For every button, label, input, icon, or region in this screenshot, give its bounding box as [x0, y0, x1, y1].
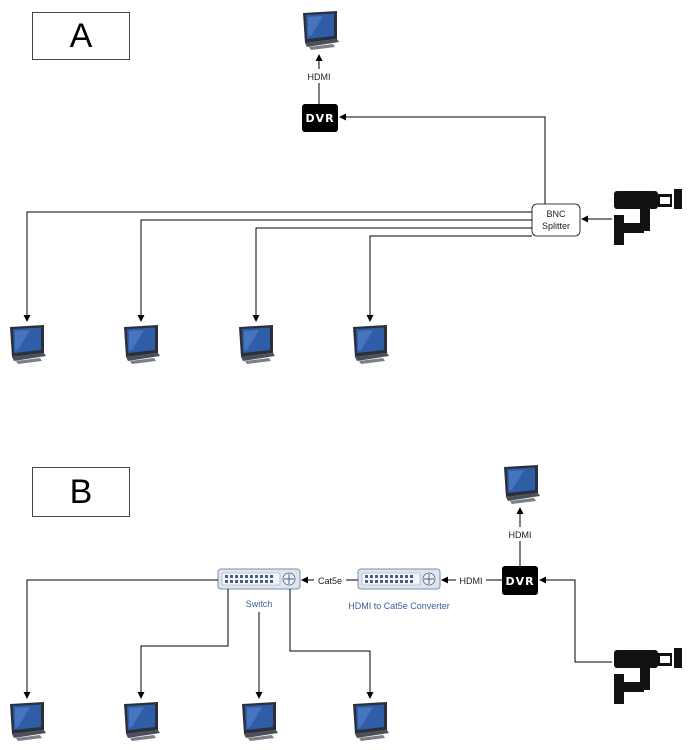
- monitor-icon: [353, 325, 389, 364]
- panel-b-label: B: [69, 472, 93, 511]
- cat5e-label: Cat5e: [318, 576, 342, 586]
- splitter-output-line-4: [366, 235, 532, 322]
- camera-to-dvr-line: [539, 576, 612, 663]
- panel-a-label-box: A: [32, 12, 130, 60]
- panel-b-label-box: B: [32, 467, 130, 517]
- switch-label: Switch: [246, 599, 273, 609]
- monitor-icon: [303, 11, 339, 50]
- dvr-label: DVR: [305, 112, 334, 125]
- dvr-icon: DVR: [302, 104, 338, 132]
- monitor-icon: [242, 702, 278, 741]
- monitor-icon: [504, 465, 540, 504]
- hdmi-up-label: HDMI: [509, 530, 532, 540]
- panel-a-label: A: [69, 16, 93, 55]
- monitor-icon: [10, 702, 46, 741]
- monitor-icon: [10, 325, 46, 364]
- splitter-label-line2: Splitter: [542, 221, 570, 231]
- converter-icon: [357, 568, 441, 590]
- dvr-icon: DVR: [502, 566, 538, 595]
- splitter-output-line-3: [252, 227, 532, 322]
- panel-a: HDMI DVR BNC Splitter: [10, 11, 682, 364]
- security-camera-icon: [614, 189, 682, 245]
- monitor-icon: [124, 325, 160, 364]
- bnc-splitter: BNC Splitter: [531, 203, 581, 237]
- security-camera-icon: [614, 648, 682, 704]
- splitter-to-dvr-line: [339, 113, 546, 204]
- splitter-label-line1: BNC: [546, 209, 566, 219]
- converter-label: HDMI to Cat5e Converter: [348, 601, 450, 611]
- monitor-icon: [239, 325, 275, 364]
- monitor-icon: [353, 702, 389, 741]
- dvr-label: DVR: [505, 575, 534, 588]
- panel-b: HDMI DVR HDMI HDMI to Cat5e Converter Ca…: [10, 465, 682, 741]
- hdmi-label: HDMI: [308, 72, 331, 82]
- switch-output-line-4: [289, 589, 374, 699]
- network-switch-icon: [217, 568, 301, 590]
- switch-output-line-2: [137, 589, 229, 699]
- splitter-output-line-2: [137, 219, 532, 322]
- switch-output-line-1: [23, 579, 218, 699]
- monitor-icon: [124, 702, 160, 741]
- hdmi-side-label: HDMI: [460, 576, 483, 586]
- splitter-output-line-1: [23, 211, 532, 322]
